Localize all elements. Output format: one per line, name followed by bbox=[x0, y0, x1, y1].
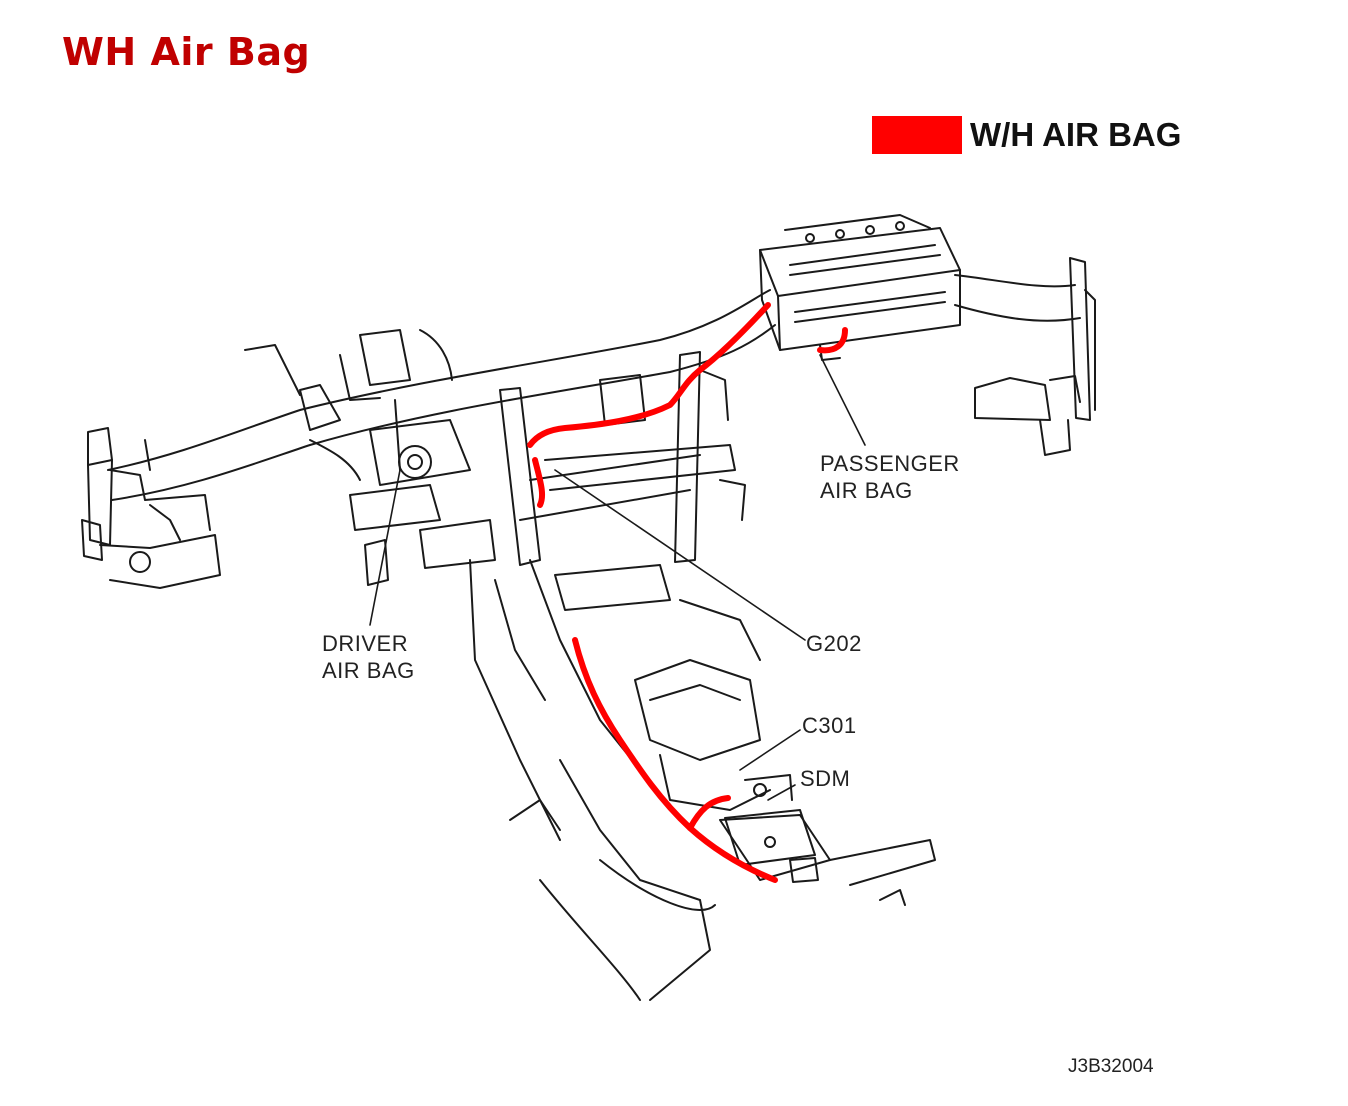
callout-sdm: SDM bbox=[800, 766, 851, 791]
sdm-leader bbox=[767, 784, 796, 801]
floor-console bbox=[469, 559, 936, 1001]
legend-label: W/H AIR BAG bbox=[970, 116, 1182, 153]
callout-g202: G202 bbox=[806, 631, 862, 656]
callout-passenger-air-bag: PASSENGER AIR BAG bbox=[820, 450, 960, 504]
callout-c301: C301 bbox=[802, 713, 857, 738]
sdm-module bbox=[724, 774, 819, 883]
left-end-bracket bbox=[81, 427, 221, 589]
callout-driver-line1: DRIVER bbox=[322, 631, 409, 656]
legend: W/H AIR BAG bbox=[872, 116, 1181, 154]
page-title: WH Air Bag bbox=[62, 30, 311, 74]
callout-driver-air-bag: DRIVER AIR BAG bbox=[322, 630, 415, 684]
callout-passenger-line2: AIR BAG bbox=[820, 478, 913, 503]
callout-passenger-line1: PASSENGER bbox=[820, 451, 960, 476]
callout-leaders bbox=[369, 354, 866, 801]
driver-leader bbox=[369, 469, 401, 626]
air-bag-harness bbox=[527, 302, 848, 883]
c301-leader bbox=[739, 729, 801, 771]
callout-driver-line2: AIR BAG bbox=[322, 658, 415, 683]
steering-column-assembly bbox=[244, 329, 496, 586]
passenger-air-bag-module bbox=[759, 214, 961, 361]
g202-leader bbox=[554, 469, 806, 641]
legend-swatch-red bbox=[872, 116, 962, 154]
passenger-leader bbox=[819, 354, 866, 446]
center-support-frame bbox=[499, 351, 746, 611]
figure-id: J3B32004 bbox=[1068, 1056, 1154, 1077]
right-end-bracket bbox=[974, 257, 1096, 456]
